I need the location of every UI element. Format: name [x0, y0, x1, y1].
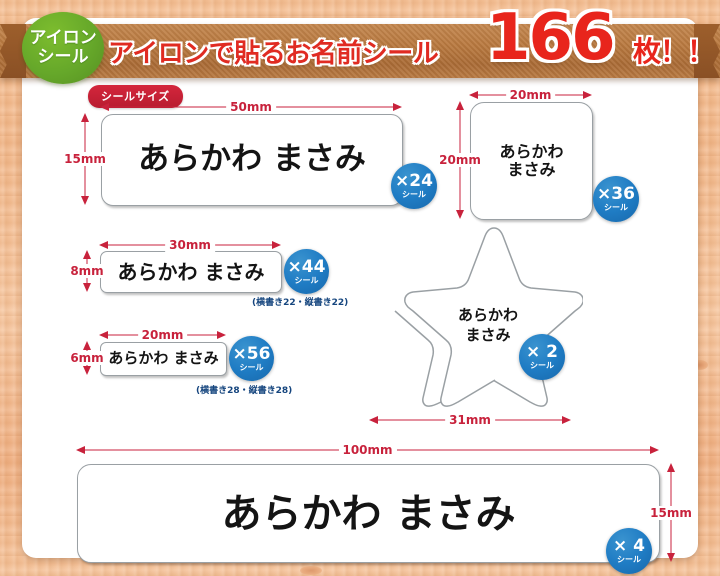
count-value: ×56 — [232, 343, 271, 364]
count-unit: シール — [239, 362, 264, 372]
dimension-label: 20mm — [137, 328, 188, 342]
sticker-rect-20x6: あらかわ まさみ — [100, 342, 227, 376]
count-badge-44: ×44 シール — [284, 249, 329, 294]
dimension-height-15mm: 15mm — [60, 113, 110, 205]
sticker-text-line1: あらかわ — [457, 306, 518, 324]
iron-badge-line2: シール — [37, 47, 89, 67]
dimension-width-50mm: 50mm — [100, 100, 402, 114]
sticker-text-line1: あらかわ — [499, 141, 564, 161]
count-badge-24: ×24 シール — [391, 163, 437, 209]
sticker-text: あらかわ まさみ — [117, 259, 265, 284]
dimension-width-20mm-small: 20mm — [99, 328, 226, 342]
count-unit: シール — [402, 190, 426, 199]
sticker-rect-50x15: あらかわ まさみ — [101, 114, 403, 206]
dimension-height-20mm-square: 20mm — [435, 101, 485, 219]
count-value: × 4 — [613, 536, 645, 556]
header-count: 166 — [486, 1, 616, 75]
count-badge-2: × 2 シール — [519, 334, 565, 380]
count-unit: シール — [294, 275, 319, 285]
dimension-width-31mm: 31mm — [369, 413, 571, 427]
star-sticker-text: あらかわ まさみ — [393, 306, 583, 345]
sticker-rect-100x15: あらかわ まさみ — [77, 464, 660, 563]
iron-sticker-badge: アイロン シール — [22, 12, 104, 84]
dimension-label: 31mm — [445, 413, 495, 427]
sticker-rect-30x8: あらかわ まさみ — [100, 251, 282, 293]
dimension-width-20mm-square: 20mm — [469, 88, 592, 102]
sticker-note-56: (横書き28・縦書き28) — [196, 386, 293, 396]
dimension-height-15mm-large: 15mm — [646, 463, 696, 562]
dimension-label: 8mm — [66, 264, 108, 278]
dimension-label: 50mm — [226, 100, 276, 114]
header-title: アイロンで貼るお名前シール — [108, 38, 439, 69]
count-unit: シール — [617, 555, 641, 564]
sticker-text: あらかわ まさみ — [221, 490, 516, 537]
dimension-label: 15mm — [646, 505, 696, 520]
dimension-label: 30mm — [165, 238, 215, 252]
count-value: × 2 — [526, 342, 558, 362]
count-badge-36: ×36 シール — [593, 176, 639, 222]
dimension-label: 20mm — [505, 88, 556, 102]
dimension-height-6mm: 6mm — [66, 341, 108, 375]
count-unit: シール — [604, 203, 628, 212]
sticker-square-20x20: あらかわ まさみ — [470, 102, 593, 220]
dimension-width-100mm: 100mm — [76, 443, 659, 457]
dimension-label: 6mm — [66, 351, 108, 365]
sticker-text-line2: まさみ — [465, 325, 511, 344]
count-badge-4: × 4 シール — [606, 528, 652, 574]
count-value: ×24 — [395, 171, 433, 191]
sticker-star-31mm: あらかわ まさみ — [393, 222, 583, 407]
header-banner — [0, 24, 720, 78]
wood-knot — [300, 566, 322, 575]
dimension-width-30mm: 30mm — [99, 238, 281, 252]
dimension-height-8mm: 8mm — [66, 250, 108, 292]
dimension-label: 20mm — [435, 153, 485, 167]
sticker-text-line2: まさみ — [507, 160, 556, 179]
dimension-label: 100mm — [338, 443, 397, 457]
count-unit: シール — [530, 361, 554, 370]
count-value: ×44 — [287, 256, 326, 277]
count-value: ×36 — [597, 184, 635, 204]
sticker-note-44: (横書き22・縦書き22) — [252, 298, 349, 308]
sticker-text: あらかわ まさみ — [138, 141, 366, 178]
count-badge-56: ×56 シール — [229, 336, 274, 381]
header-count-unit: 枚！！ — [633, 35, 715, 68]
sticker-text: あらかわ まさみ — [108, 349, 219, 368]
iron-badge-line1: アイロン — [29, 27, 97, 48]
sticker-size-label: シールサイズ — [88, 85, 183, 108]
dimension-label: 15mm — [60, 152, 110, 166]
